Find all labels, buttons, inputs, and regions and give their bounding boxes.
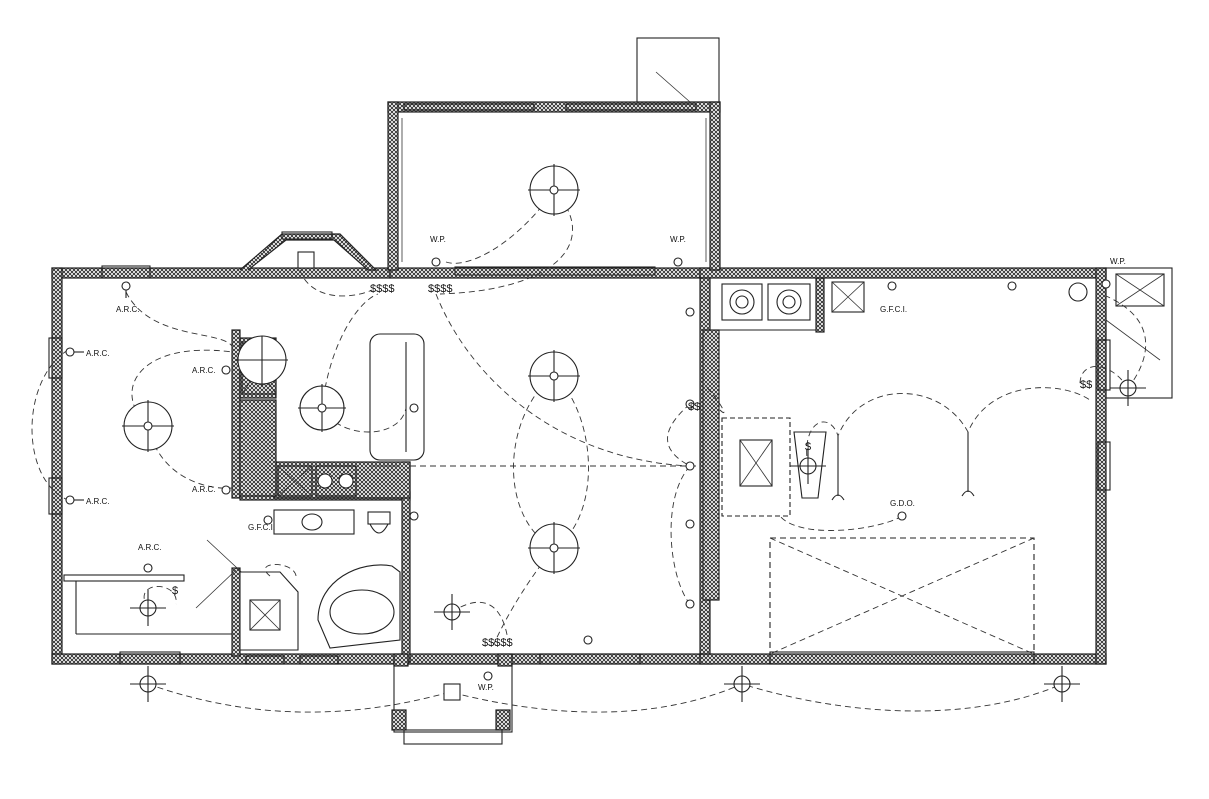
ceiling-light-icon bbox=[122, 400, 174, 452]
wall-light-icon bbox=[1110, 370, 1146, 406]
garage-light-icon bbox=[831, 432, 975, 501]
outlets bbox=[65, 257, 1111, 681]
outlet-icon bbox=[673, 257, 683, 267]
outlet-icon bbox=[483, 671, 493, 681]
switch-label: $$$$ bbox=[370, 283, 394, 295]
circuit-wiring bbox=[31, 189, 1146, 713]
annotations: A.R.C. A.R.C. A.R.C. A.R.C. A.R.C. A.R.C… bbox=[86, 235, 1126, 692]
outlet-icon bbox=[65, 495, 84, 505]
ceiling-light-icon bbox=[236, 335, 288, 386]
arc-label: A.R.C. bbox=[192, 485, 216, 494]
porch-light-icon bbox=[297, 251, 315, 269]
switch-label: $$$$$ bbox=[482, 637, 513, 649]
ceiling-light-icon bbox=[298, 384, 346, 432]
outlet-icon bbox=[221, 485, 231, 495]
outlet-icon bbox=[409, 403, 419, 413]
outlet-icon bbox=[221, 365, 231, 375]
bathroom-fixtures bbox=[239, 333, 700, 651]
arc-label: A.R.C. bbox=[86, 497, 110, 506]
outlet-icon bbox=[143, 563, 153, 573]
sunroom bbox=[387, 37, 721, 276]
gfci-label: G.F.C.I. bbox=[880, 305, 907, 314]
outlet-icon bbox=[263, 515, 273, 525]
switch-label: $ bbox=[172, 585, 178, 597]
wall-light-icon bbox=[434, 594, 470, 630]
outlet-icon bbox=[583, 635, 593, 645]
outlet-icon bbox=[887, 281, 897, 291]
switch-label: $ bbox=[805, 441, 811, 453]
outlet-icon bbox=[685, 307, 695, 317]
ceiling-light-icon bbox=[528, 522, 580, 574]
switch-label: $$ bbox=[1080, 379, 1092, 391]
front-porch bbox=[391, 653, 513, 745]
arc-label: A.R.C. bbox=[86, 349, 110, 358]
arc-label: A.R.C. bbox=[138, 543, 162, 552]
gdo-label: G.D.O. bbox=[890, 499, 915, 508]
wp-label: W.P. bbox=[430, 235, 446, 244]
windows bbox=[48, 265, 1111, 665]
outlet-icon bbox=[1007, 281, 1017, 291]
wp-label: W.P. bbox=[478, 683, 494, 692]
outlet-icon bbox=[897, 511, 907, 521]
outlet-icon bbox=[685, 461, 695, 471]
gfci-label: G.F.C.I. bbox=[248, 523, 275, 532]
ceiling-light-icon bbox=[528, 164, 580, 216]
outlet-icon bbox=[431, 257, 441, 267]
outlet-icon bbox=[1101, 279, 1111, 289]
arc-label: A.R.C. bbox=[116, 305, 140, 314]
exterior-light-icon bbox=[130, 666, 166, 702]
wall-light-icon bbox=[130, 590, 166, 626]
outlet-icon bbox=[685, 399, 695, 409]
switch-label: $$ bbox=[688, 401, 700, 413]
wp-label: W.P. bbox=[670, 235, 686, 244]
ceiling-lights bbox=[122, 164, 796, 574]
exterior-walls bbox=[51, 267, 1107, 665]
outlet-icon bbox=[685, 599, 695, 609]
ceiling-light-icon bbox=[528, 350, 580, 402]
outlet-icon bbox=[65, 347, 84, 357]
switch-label: $$$$ bbox=[428, 283, 452, 295]
exterior-light-icon bbox=[724, 666, 760, 702]
outlet-icon bbox=[121, 281, 131, 298]
wall-light-icon bbox=[790, 448, 826, 484]
outlet-icon bbox=[409, 511, 419, 521]
porch-light-icon bbox=[443, 683, 461, 701]
wall-fixtures bbox=[130, 251, 1146, 702]
exterior-light-icon bbox=[1044, 666, 1080, 702]
wp-label: W.P. bbox=[1110, 257, 1126, 266]
bay-window bbox=[239, 231, 378, 271]
arc-label: A.R.C. bbox=[192, 366, 216, 375]
ceiling-light-icon bbox=[735, 295, 796, 309]
outlet-icon bbox=[685, 519, 695, 529]
